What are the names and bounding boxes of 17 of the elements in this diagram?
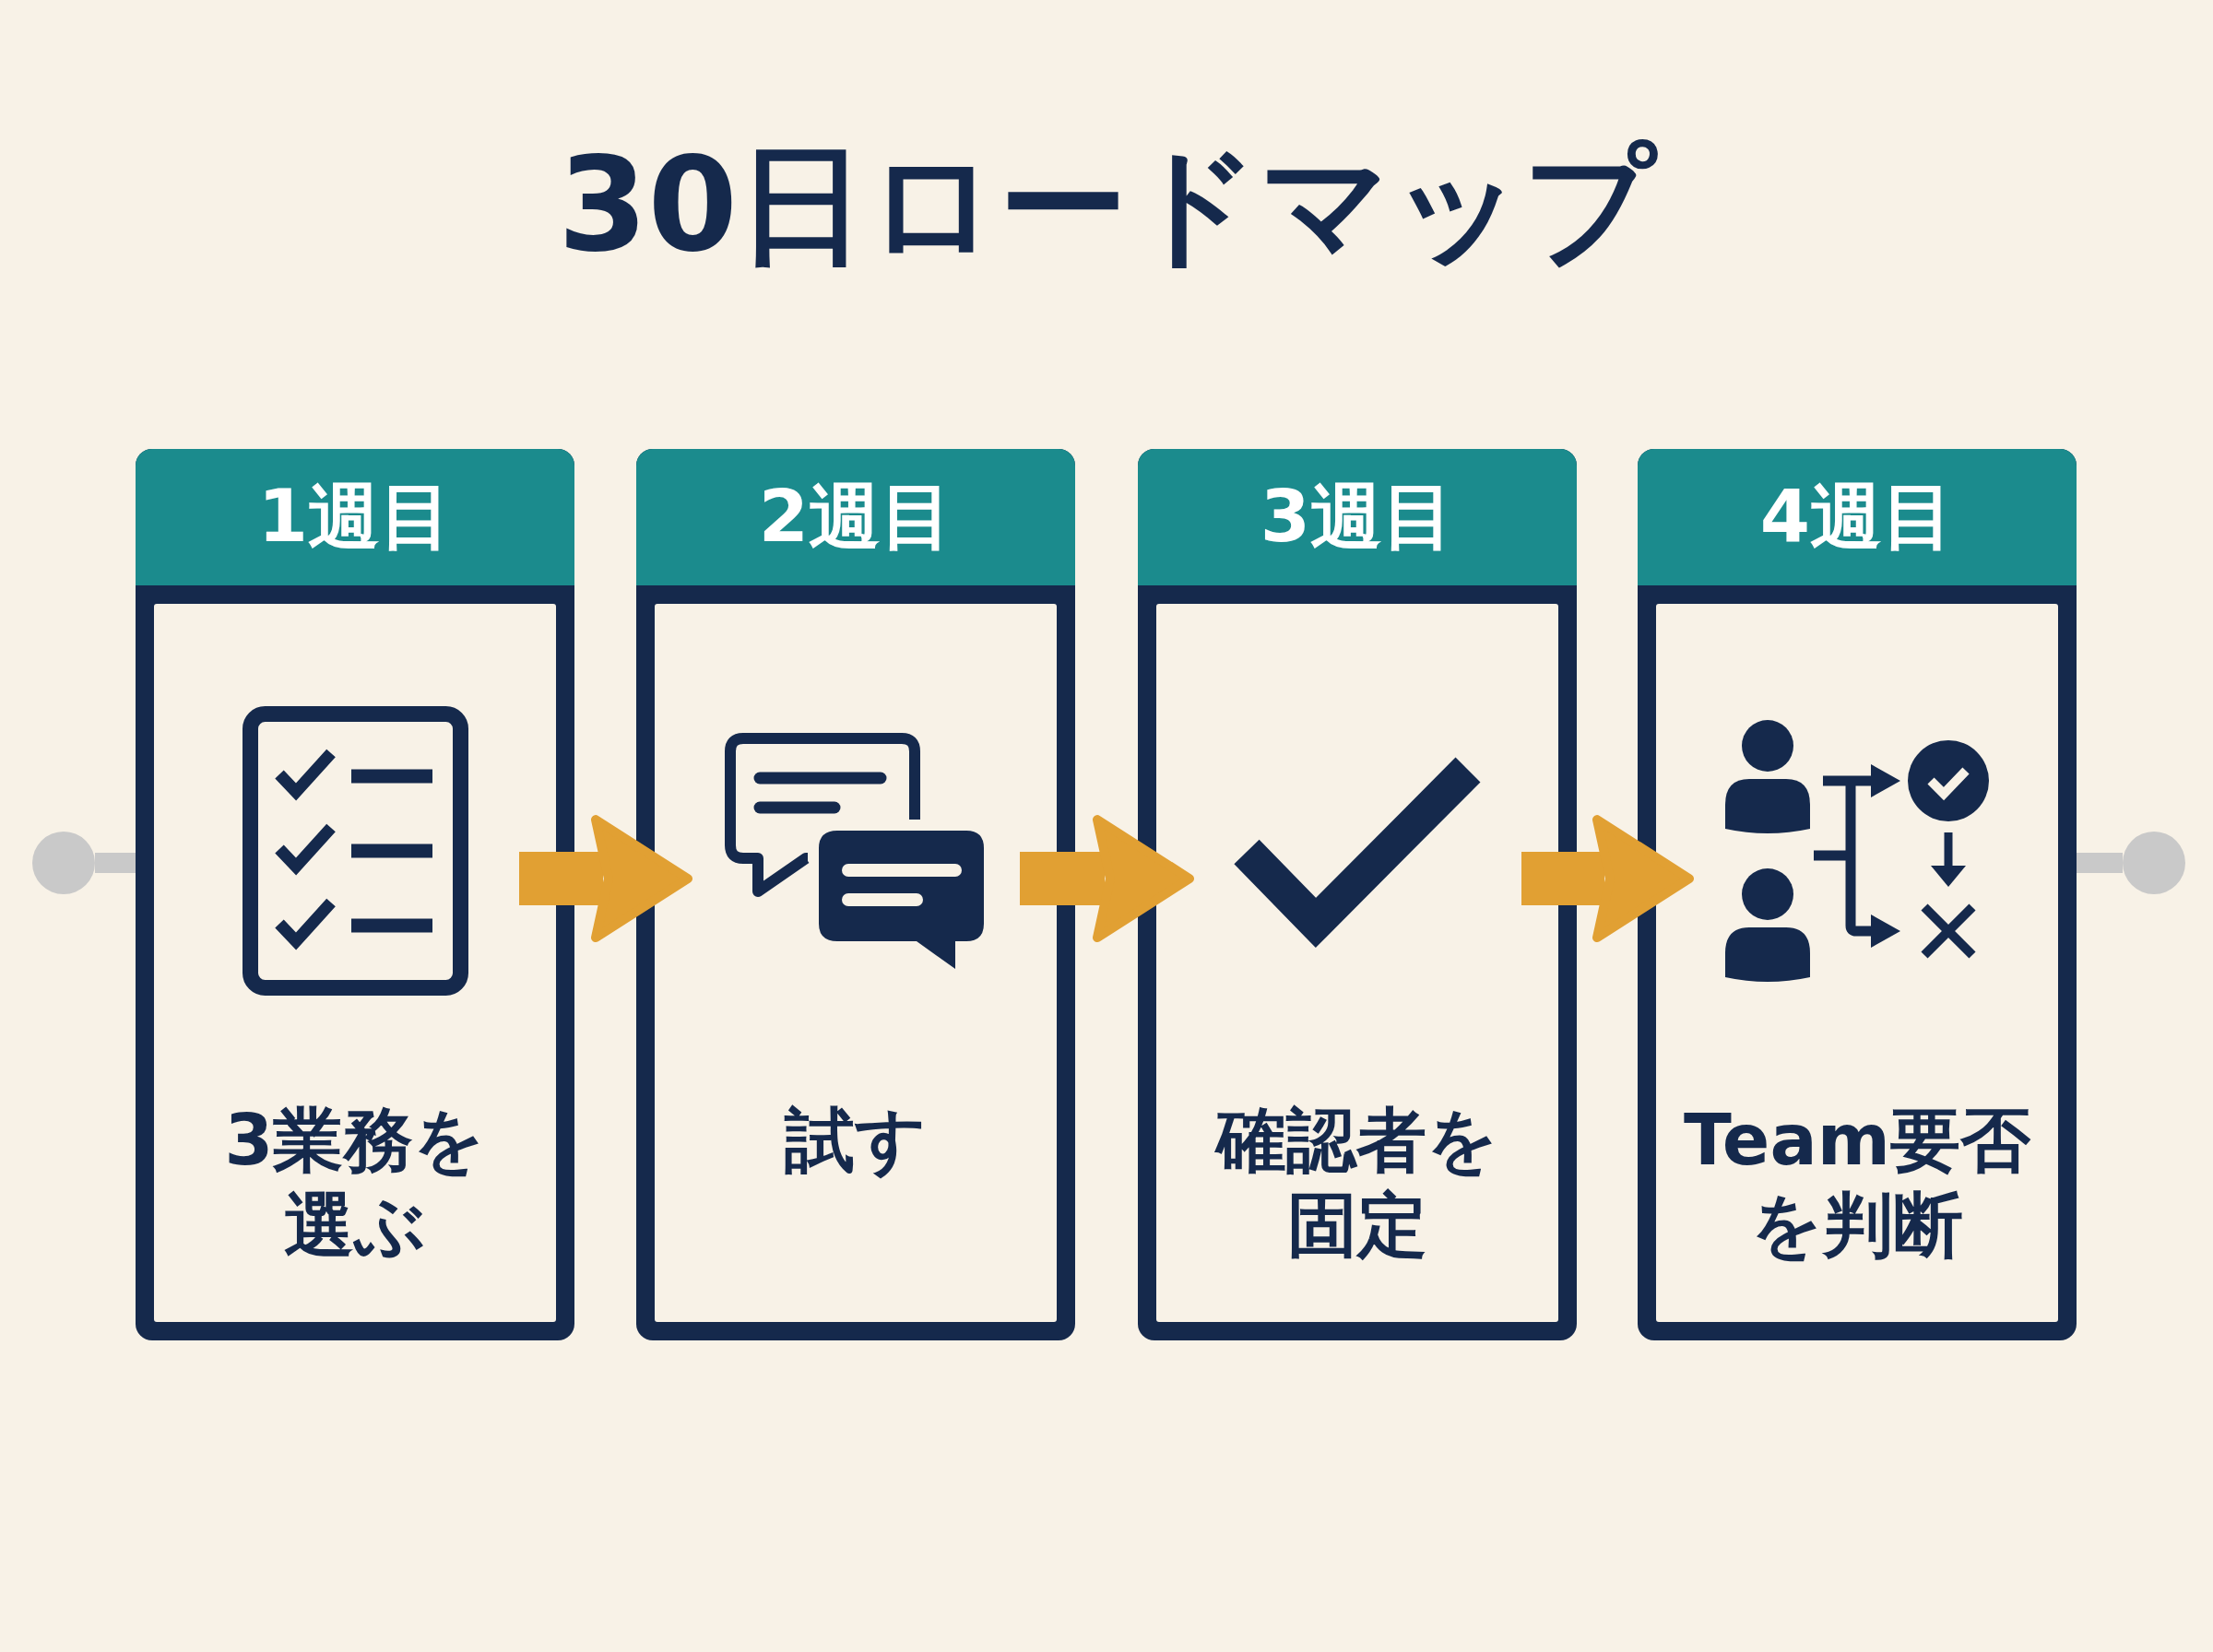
step-label: 確認者を固定 (1213, 1098, 1499, 1268)
arrow (519, 815, 692, 943)
week-header: 1週目 (136, 449, 574, 585)
week-header: 3週目 (1138, 449, 1577, 585)
week-header: 2週目 (636, 449, 1075, 585)
week-header: 4週目 (1638, 449, 2077, 585)
step-card (636, 449, 1075, 1340)
connector-line (95, 853, 136, 873)
arrow (1521, 815, 1694, 943)
step-label: Team要否を判断 (1683, 1098, 2031, 1268)
step-card (136, 449, 574, 1340)
step-label: 3業務を選ぶ (223, 1098, 487, 1268)
step-card (1138, 449, 1577, 1340)
arrow (1020, 815, 1194, 943)
step-card (1638, 449, 2077, 1340)
connector-line (2077, 853, 2123, 873)
step-label: 試す (785, 1098, 927, 1183)
